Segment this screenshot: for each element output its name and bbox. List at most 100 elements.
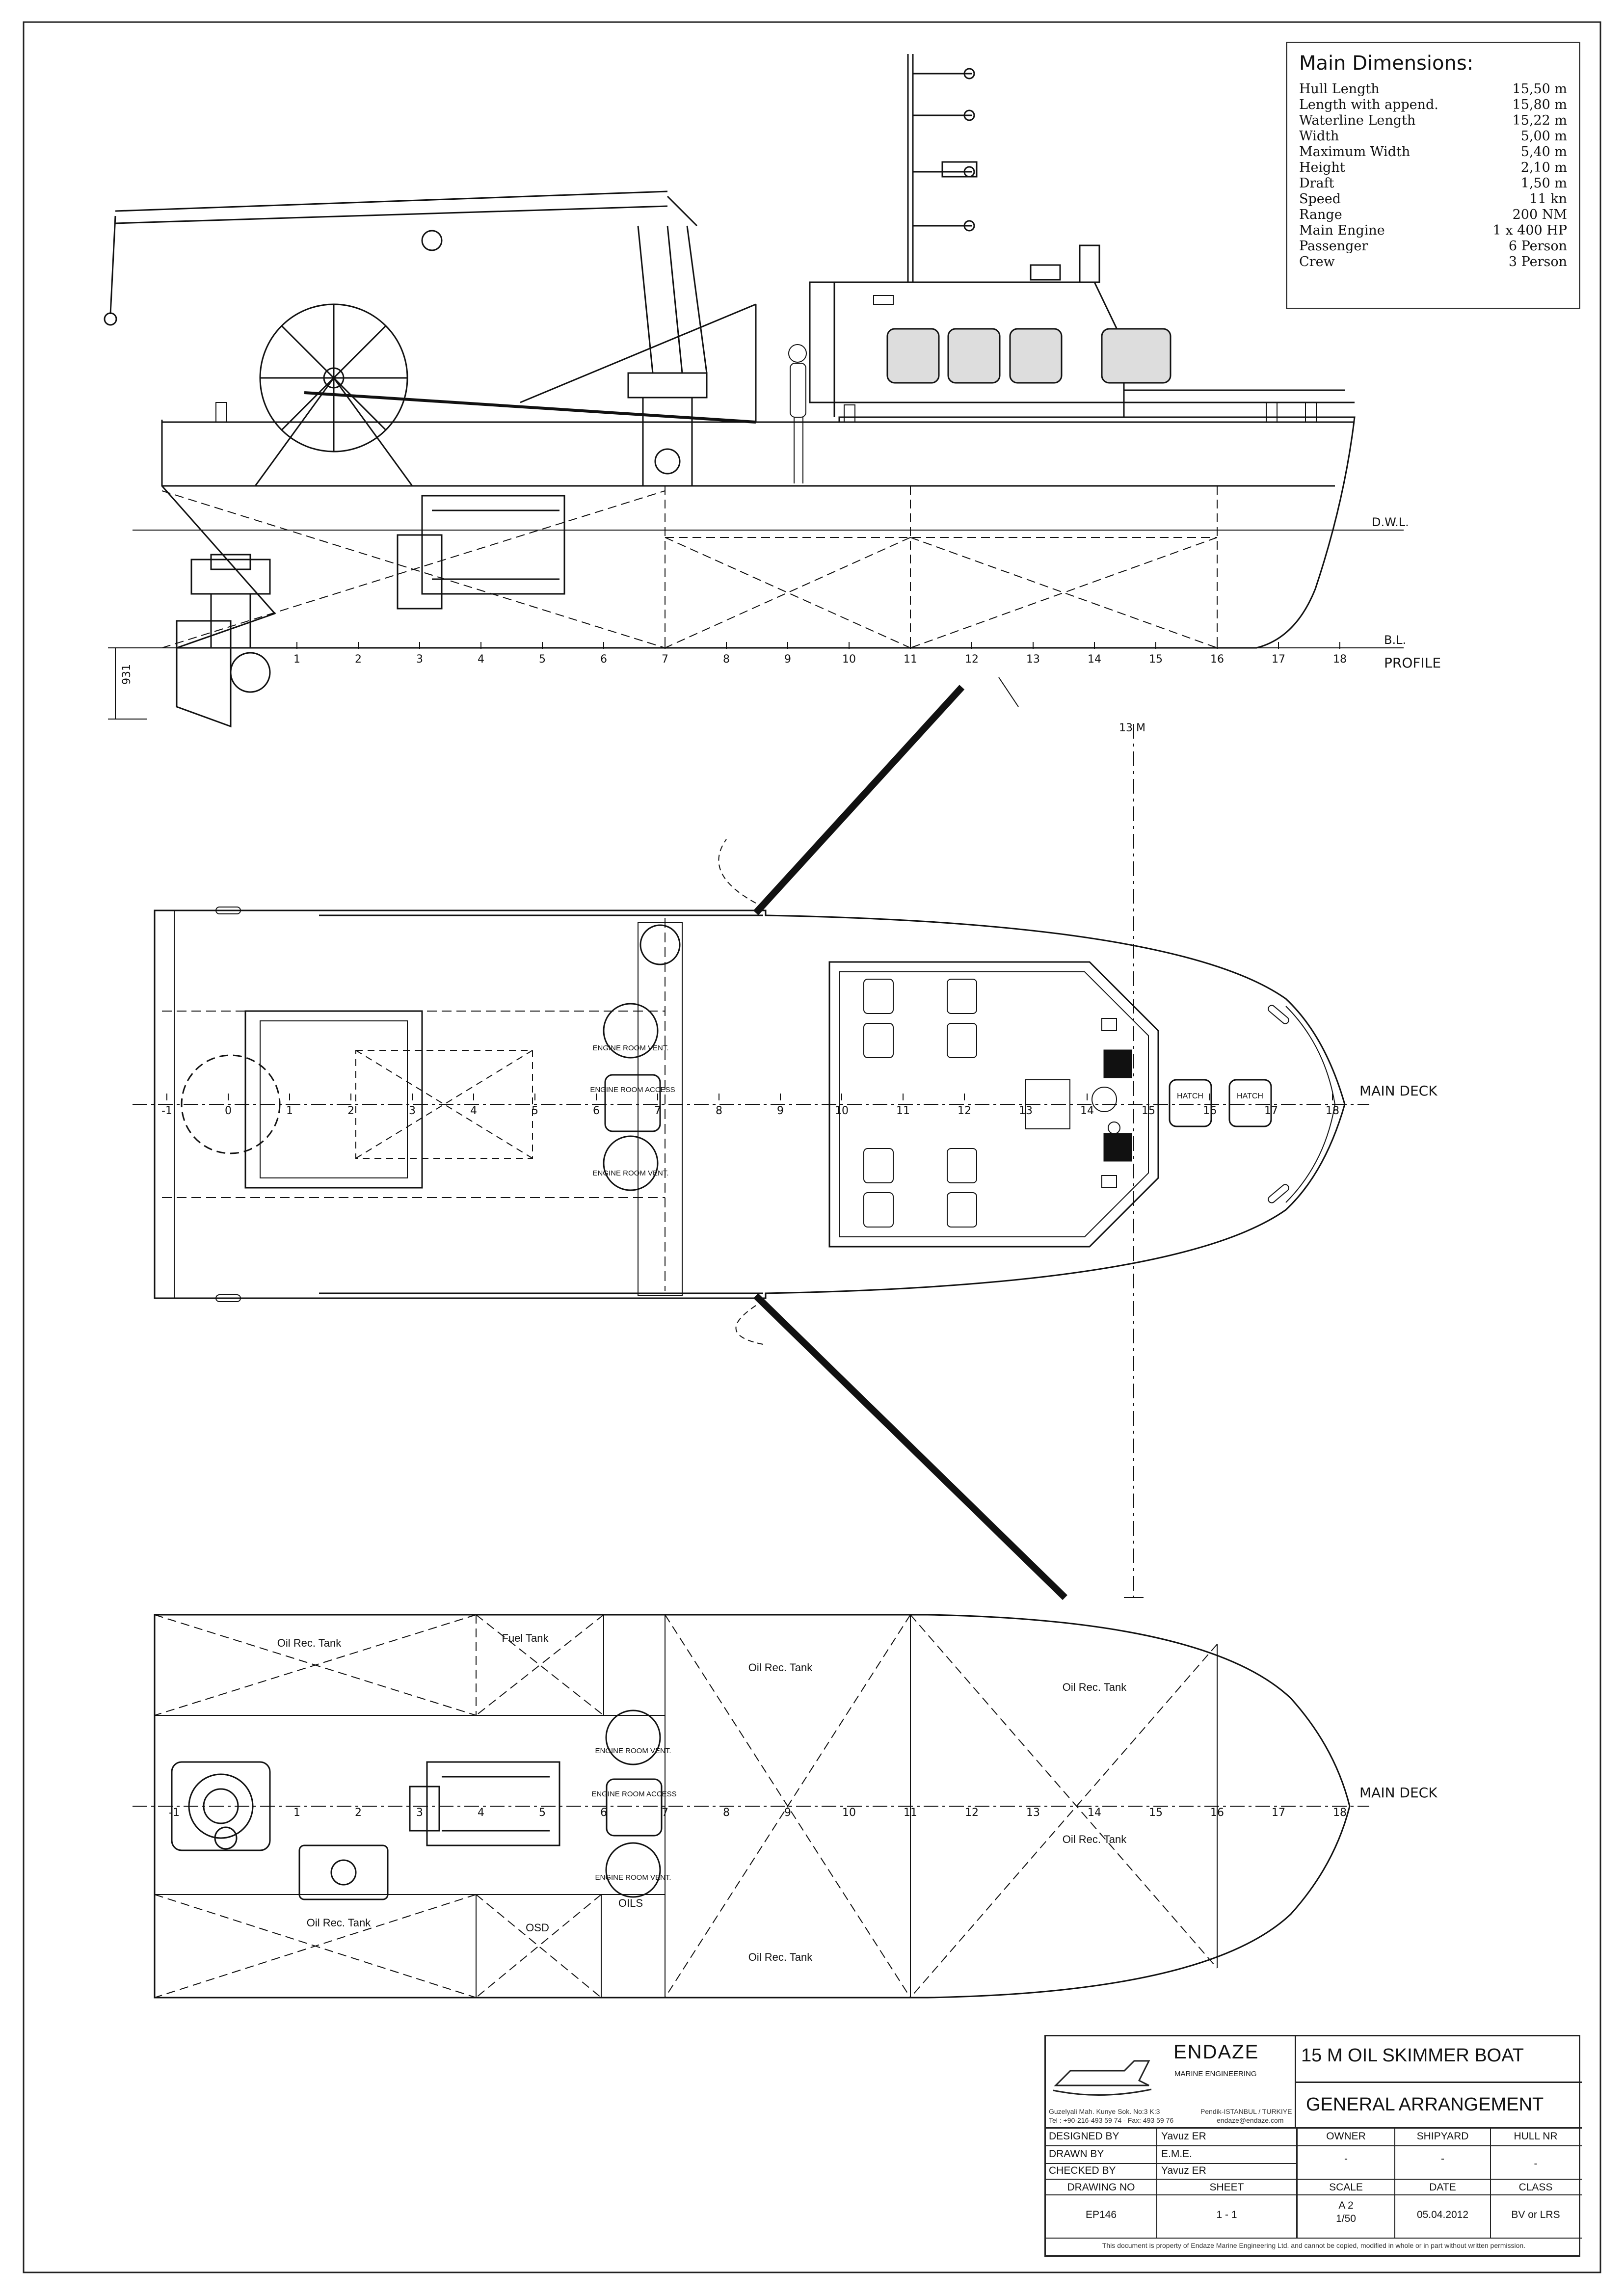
title-block: ENDAZE MARINE ENGINEERING Guzelyali Mah.… xyxy=(1044,2035,1582,2257)
dwl-label: D.W.L. xyxy=(1372,515,1409,529)
profile-station-1: 1 xyxy=(293,653,300,666)
profile-engine xyxy=(397,495,565,610)
deck-station-10: 10 xyxy=(835,1105,849,1117)
deck-vent-bottom-label: ENGINE ROOM VENT. xyxy=(592,1169,668,1177)
tank-oil-rec-1: Oil Rec. Tank xyxy=(277,1637,342,1649)
designed-by: Yavuz ER xyxy=(1161,2131,1206,2142)
profile-station-3: 3 xyxy=(416,653,423,666)
main-deck-plan xyxy=(133,685,1369,1601)
wheelhouse-plan xyxy=(828,961,1159,1248)
profile-station-10: 10 xyxy=(842,653,856,666)
wheelhouse-window-4 xyxy=(1101,328,1171,384)
bl-label: B.L. xyxy=(1384,633,1406,647)
hull-nr-label: HULL NR xyxy=(1514,2131,1558,2142)
hatch-1 xyxy=(1169,1079,1212,1127)
profile-station-16: 16 xyxy=(1210,653,1224,666)
tank-station-6: 6 xyxy=(600,1807,607,1819)
dimension-value: 15,50 m xyxy=(1512,81,1567,97)
tank-station-9: 9 xyxy=(784,1807,791,1819)
engine-room-vents-tank xyxy=(605,1709,663,1898)
profile-station-13: 13 xyxy=(1026,653,1040,666)
tank-station-1: 1 xyxy=(293,1807,300,1819)
tank-vent-bottom-label: ENGINE ROOM VENT. xyxy=(595,1873,671,1882)
dimension-value: 5,40 m xyxy=(1520,144,1567,160)
dimension-label: Maximum Width xyxy=(1299,144,1411,160)
dimension-label: Hull Length xyxy=(1299,81,1380,97)
hatch-2-label: HATCH xyxy=(1237,1092,1263,1100)
copyright-footer: This document is property of Endaze Mari… xyxy=(1102,2242,1526,2249)
profile-view xyxy=(104,54,1404,728)
drawn-by-label: DRAWN BY xyxy=(1049,2148,1104,2160)
profile-station-12: 12 xyxy=(965,653,979,666)
crane xyxy=(104,190,708,486)
designed-by-label: DESIGNED BY xyxy=(1049,2131,1119,2142)
deck-station-2: 2 xyxy=(347,1105,354,1117)
profile-label: PROFILE xyxy=(1384,655,1441,671)
owner-value: - xyxy=(1344,2153,1348,2164)
tank-plan-propulsion xyxy=(171,1761,271,1851)
address-line-2: Tel : +90-216-493 59 74 - Fax: 493 59 76 xyxy=(1049,2116,1174,2124)
deck-station-16: 16 xyxy=(1203,1105,1217,1117)
wheelhouse-window-3 xyxy=(1009,328,1063,384)
scale-label: SCALE xyxy=(1329,2182,1363,2193)
deck-station-12: 12 xyxy=(958,1105,971,1117)
tank-station-11: 11 xyxy=(904,1807,917,1819)
deck-station-8: 8 xyxy=(716,1105,722,1117)
tank-fuel: Fuel Tank xyxy=(502,1632,549,1644)
dimension-label: Range xyxy=(1299,207,1342,222)
deck-station-11: 11 xyxy=(896,1105,910,1117)
deck-station--1: -1 xyxy=(161,1105,172,1117)
dimension-value: 11 kn xyxy=(1529,191,1567,207)
deck-station-6: 6 xyxy=(593,1105,600,1117)
tank-station-7: 7 xyxy=(662,1807,668,1819)
tank-oil-rec-3: Oil Rec. Tank xyxy=(1063,1681,1127,1693)
deck-station-9: 9 xyxy=(777,1105,784,1117)
dimension-label: Main Engine xyxy=(1299,223,1385,238)
hatch-1-label: HATCH xyxy=(1177,1092,1203,1100)
profile-station-9: 9 xyxy=(784,653,791,666)
deck-station-1: 1 xyxy=(286,1105,293,1117)
class-label: CLASS xyxy=(1518,2182,1553,2193)
hatch-2 xyxy=(1228,1079,1272,1127)
shipyard-value: - xyxy=(1441,2153,1444,2164)
profile-station-2: 2 xyxy=(355,653,362,666)
deck-station-3: 3 xyxy=(409,1105,416,1117)
drawing-no-value: EP146 xyxy=(1085,2209,1117,2220)
address-line-1: Guzelyali Mah. Kunye Sok. No:3 K:3 xyxy=(1049,2108,1160,2115)
deck-station-7: 7 xyxy=(654,1105,661,1117)
tank-station-13: 13 xyxy=(1026,1807,1040,1819)
dimension-value: 3 Person xyxy=(1508,254,1567,269)
skimmer-arm-bottom xyxy=(753,1293,1067,1601)
deck-station-18: 18 xyxy=(1326,1105,1339,1117)
tank-oil-rec-2: Oil Rec. Tank xyxy=(748,1661,813,1674)
profile-station-14: 14 xyxy=(1088,653,1101,666)
profile-station-4: 4 xyxy=(478,653,484,666)
profile-hull xyxy=(161,416,1356,649)
endaze-ship-logo xyxy=(1053,2060,1152,2096)
tank-access-label: ENGINE ROOM ACCESS xyxy=(591,1790,676,1798)
tank-station-18: 18 xyxy=(1333,1807,1347,1819)
drawn-by: E.M.E. xyxy=(1161,2148,1193,2160)
dimension-label: Height xyxy=(1299,160,1345,175)
profile-station-17: 17 xyxy=(1272,653,1285,666)
dim-13m-label: 13 M xyxy=(1119,722,1145,734)
dimension-label: Waterline Length xyxy=(1299,113,1416,128)
drawing-border xyxy=(23,21,1601,2273)
deck-station-17: 17 xyxy=(1264,1105,1278,1117)
shipyard-label: SHIPYARD xyxy=(1416,2131,1469,2142)
dimension-value: 15,22 m xyxy=(1512,113,1567,128)
tank-oils: OILS xyxy=(618,1897,643,1909)
tank-station-3: 3 xyxy=(416,1807,423,1819)
dimension-row: Hull Length 15,50 m xyxy=(1299,81,1567,97)
tank-plan xyxy=(133,1614,1369,1999)
dimension-label: Crew xyxy=(1299,254,1335,269)
dimension-value: 1 x 400 HP xyxy=(1492,223,1567,238)
dimension-value: 6 Person xyxy=(1508,239,1567,254)
project-title: 15 M OIL SKIMMER BOAT xyxy=(1301,2045,1524,2066)
